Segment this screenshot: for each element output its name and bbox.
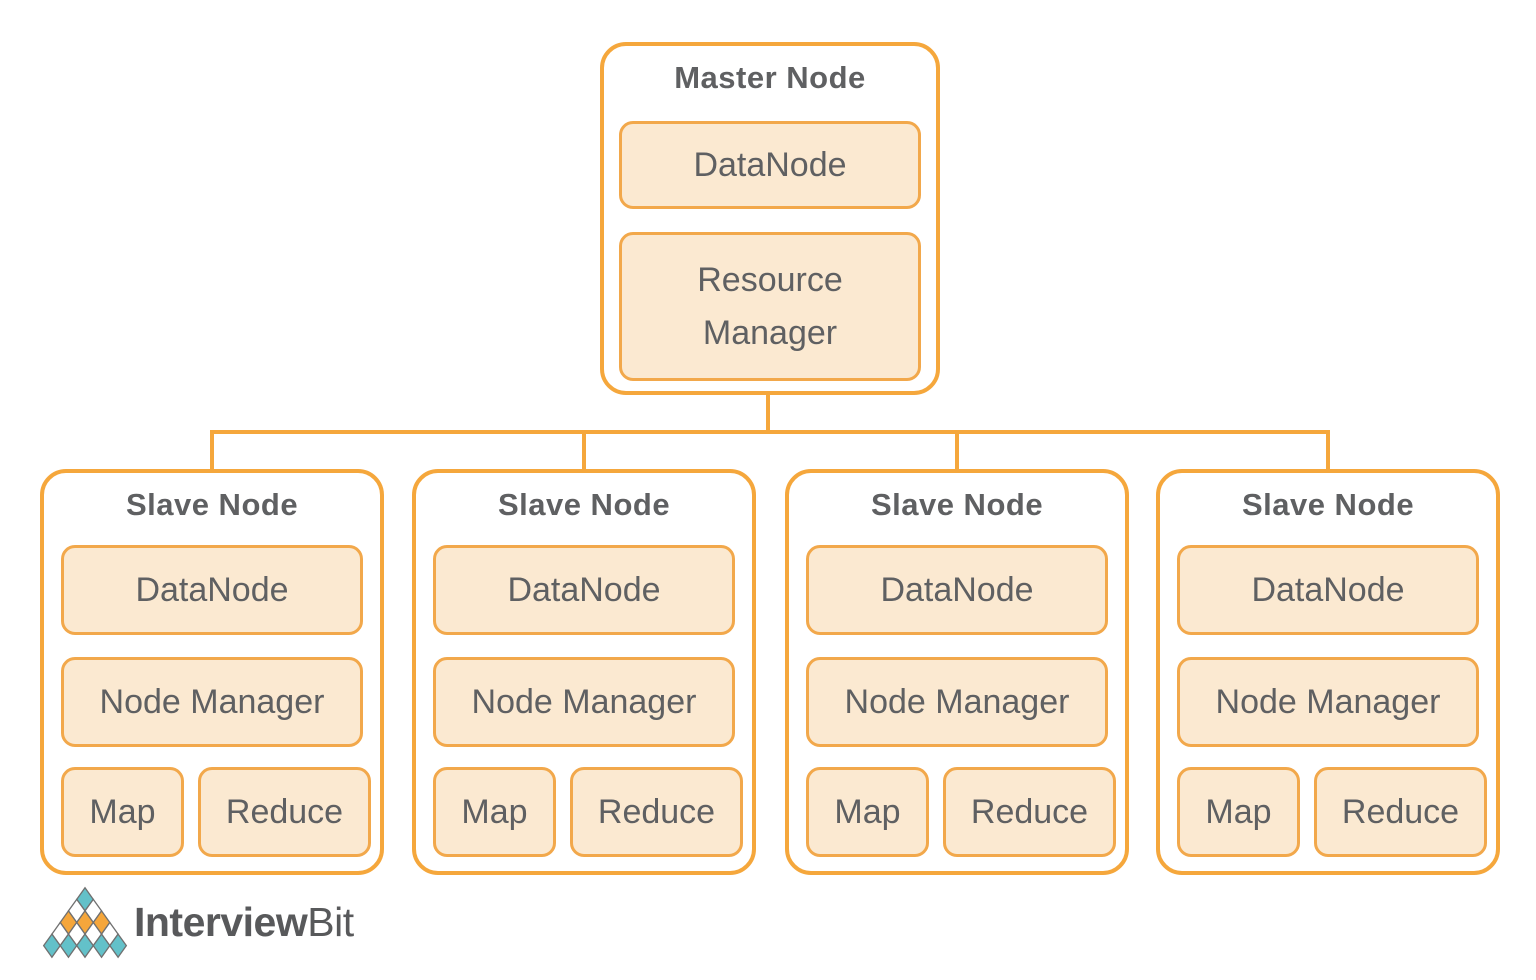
reduce-box: Reduce [1314, 767, 1487, 857]
node-manager-box: Node Manager [1177, 657, 1479, 747]
master-datanode-box: DataNode [619, 121, 921, 209]
datanode-box: DataNode [806, 545, 1108, 635]
slave-node-title: Slave Node [1241, 487, 1415, 522]
connector-master-stem [766, 393, 770, 432]
connector-drop-slave-2 [582, 432, 586, 470]
logo-wordmark: InterviewBit [134, 899, 354, 946]
logo-text-bit: Bit [307, 899, 354, 945]
slave-node-3: Slave Node DataNode Node Manager Map Red… [785, 469, 1129, 875]
logo-text-interview: Interview [134, 899, 308, 945]
interviewbit-logo: InterviewBit [42, 886, 354, 959]
master-node: Master Node DataNode Resource Manager [600, 42, 940, 395]
connector-drop-slave-1 [210, 432, 214, 470]
reduce-box: Reduce [198, 767, 371, 857]
datanode-box: DataNode [61, 545, 363, 635]
datanode-box: DataNode [433, 545, 735, 635]
map-box: Map [433, 767, 556, 857]
map-box: Map [806, 767, 929, 857]
pyramid-diamonds-icon [42, 886, 128, 959]
connector-horizontal-line [210, 430, 1330, 434]
slave-node-4: Slave Node DataNode Node Manager Map Red… [1156, 469, 1500, 875]
connector-drop-slave-3 [955, 432, 959, 470]
datanode-box: DataNode [1177, 545, 1479, 635]
slave-node-1: Slave Node DataNode Node Manager Map Red… [40, 469, 384, 875]
slave-node-2: Slave Node DataNode Node Manager Map Red… [412, 469, 756, 875]
map-box: Map [61, 767, 184, 857]
node-manager-box: Node Manager [433, 657, 735, 747]
slave-node-title: Slave Node [497, 487, 671, 522]
node-manager-box: Node Manager [61, 657, 363, 747]
node-manager-box: Node Manager [806, 657, 1108, 747]
slave-node-title: Slave Node [125, 487, 299, 522]
connector-drop-slave-4 [1326, 432, 1330, 470]
slave-node-title: Slave Node [870, 487, 1044, 522]
master-resource-manager-box: Resource Manager [619, 232, 921, 381]
reduce-box: Reduce [570, 767, 743, 857]
master-node-title: Master Node [674, 60, 866, 95]
reduce-box: Reduce [943, 767, 1116, 857]
map-box: Map [1177, 767, 1300, 857]
